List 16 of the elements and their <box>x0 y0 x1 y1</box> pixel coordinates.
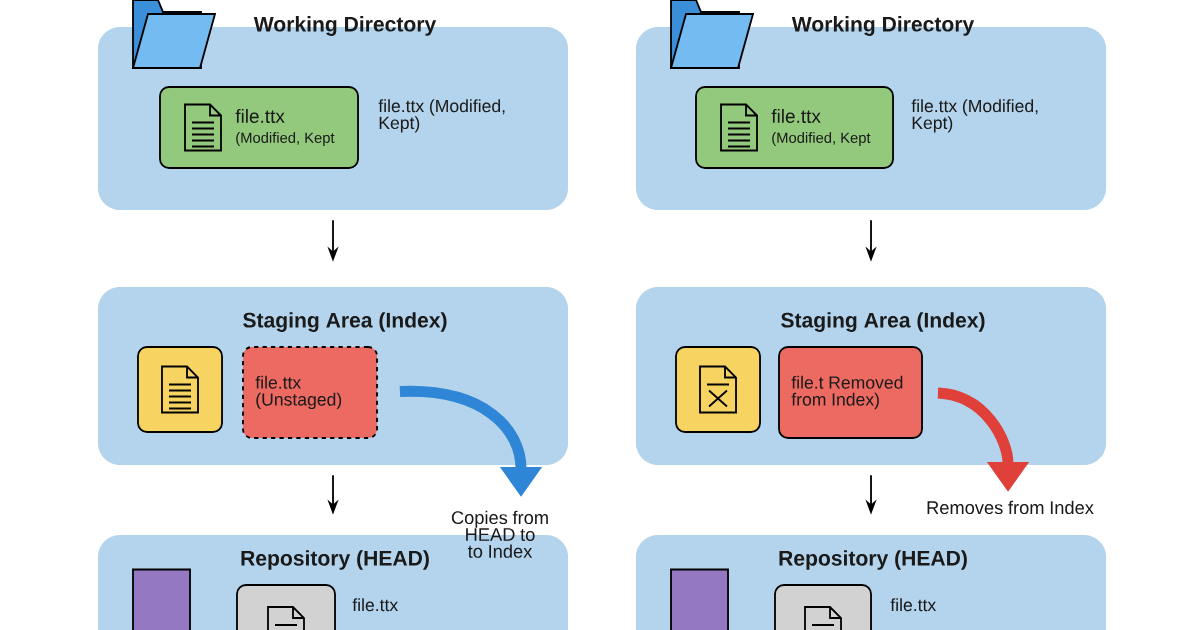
file-card: file.ttx (Modified, Kept <box>159 86 359 169</box>
file-note: file.ttx (Modified, Kept) <box>911 99 1038 133</box>
edge-label: Removes from Index <box>927 500 1094 515</box>
file-note: file.ttx (Modified, Kept) <box>378 99 505 133</box>
file-box <box>675 346 761 433</box>
file-card: file.t Removed from Index) <box>778 346 923 439</box>
file-box <box>774 584 872 630</box>
database-cylinder <box>670 568 729 630</box>
file-card: file.ttx (Modified, Kept <box>695 86 894 169</box>
file-card: file.ttx (Unstaged) <box>242 346 378 439</box>
file-note: file.ttx <box>890 598 936 612</box>
file-box <box>137 346 223 433</box>
database-cylinder <box>132 568 191 630</box>
file-note: file.ttx <box>352 598 398 612</box>
edge-label: Copies from HEAD to to Index <box>451 510 548 558</box>
file-box <box>236 584 336 630</box>
